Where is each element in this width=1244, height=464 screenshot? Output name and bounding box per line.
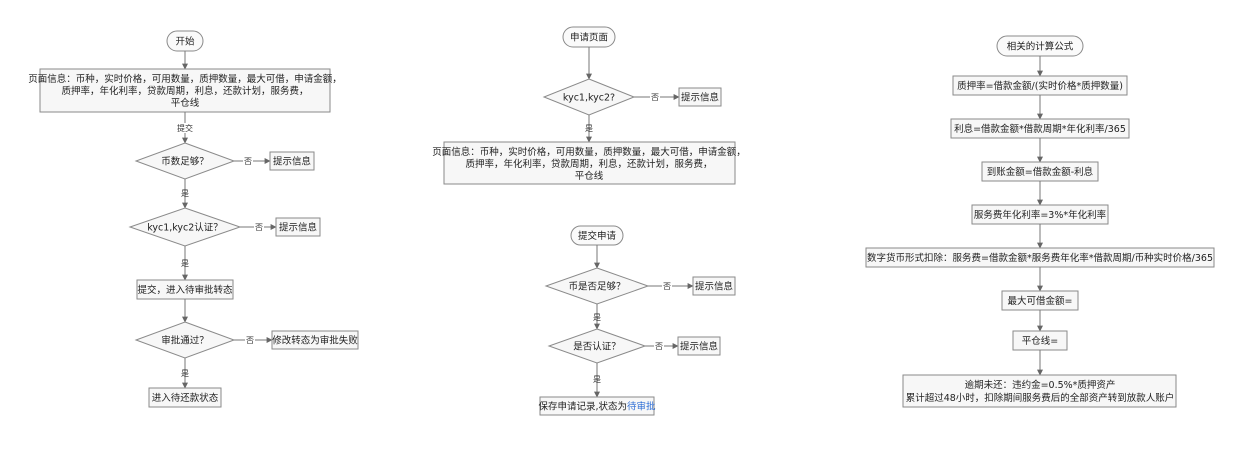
decision-coins-enough-label: 币数足够？ xyxy=(161,156,209,168)
page-info-line-2: 质押率，年化利率，贷款周期，利息，还款计划，服务费， xyxy=(61,85,308,97)
repay-state-box xyxy=(148,387,222,408)
prompt-box xyxy=(678,87,722,107)
edge-no-label: 否 xyxy=(244,157,252,166)
page-info-line-1: 页面信息：币种，实时价格，可用数量，质押数量，最大可借，申请金额， xyxy=(432,146,746,158)
edge-yes-label: 是 xyxy=(181,189,189,198)
submit-edge-label: 提交 xyxy=(177,123,193,133)
edge-yes-label: 是 xyxy=(593,313,601,322)
prompt-label: 提示信息 xyxy=(273,156,311,168)
edge-no-label: 否 xyxy=(255,223,263,232)
prompt-label: 提示信息 xyxy=(680,341,718,353)
page-info-line-3: 平仓线 xyxy=(575,170,604,182)
decision-verified-label: 是否认证？ xyxy=(573,341,621,353)
formula-service-fee-crypto-label: 数字货币形式扣除：服务费=借款金额*服务费年化率*借款周期/币种实时价格/365 xyxy=(867,252,1213,264)
prompt-label: 提示信息 xyxy=(695,281,733,293)
edge-yes-label: 是 xyxy=(181,259,189,268)
flow-submit-apply: 提交申请 币是否足够？ 否 提示信息 是 是否认证？ 否 提示信息 是 保存申请… xyxy=(538,225,736,416)
prompt-label: 提示信息 xyxy=(279,222,317,234)
formula-overdue-line-2: 累计超过48小时，扣除期间服务费后的全部资产转到放款人账户 xyxy=(906,392,1175,404)
formula-pledge-rate-label: 质押率=借款金额/(实时价格*质押数量) xyxy=(957,80,1123,92)
decision-kyc-label: kyc1,kyc2? xyxy=(563,93,615,104)
status-pending-approval: 待审批 xyxy=(627,401,656,413)
decision-coins-label: 币是否足够？ xyxy=(568,282,625,293)
formula-received-amount-label: 到账金额=借款金额-利息 xyxy=(987,166,1093,178)
approval-failed-label: 修改转态为审批失败 xyxy=(272,335,358,347)
formula-liquidation-line-label: 平仓线= xyxy=(1022,335,1058,347)
start-label: 开始 xyxy=(175,36,195,48)
prompt-label: 提示信息 xyxy=(681,92,719,104)
flow-formulas: 相关的计算公式 质押率=借款金额/(实时价格*质押数量) 利息=借款金额*借款周… xyxy=(865,35,1215,408)
approval-failed-box xyxy=(271,330,359,350)
page-info-line-1: 页面信息：币种，实时价格，可用数量，质押数量，最大可借，申请金额， xyxy=(28,73,342,85)
decision-kyc-label: kyc1,kyc2认证？ xyxy=(147,222,223,234)
formula-overdue xyxy=(902,374,1177,408)
formula-max-borrow-label: 最大可借金额= xyxy=(1008,295,1073,307)
page-info-box xyxy=(443,141,736,185)
edge-no-label: 否 xyxy=(663,282,671,291)
page-info-box xyxy=(39,68,331,113)
edge-no-label: 否 xyxy=(246,336,254,345)
save-record-box xyxy=(539,396,655,416)
page-info-line-2: 质押率，年化利率，贷款周期，利息，还款计划，服务费， xyxy=(465,158,712,170)
flow-apply-page: 申请页面 kyc1,kyc2? 否 提示信息 是 页面信息：币种，实时价格，可用… xyxy=(432,26,746,185)
start-label: 申请页面 xyxy=(570,32,608,44)
prompt-box xyxy=(692,276,736,296)
edge-yes-label: 是 xyxy=(181,369,189,378)
prompt-box xyxy=(275,217,321,237)
page-info-line-3: 平仓线 xyxy=(171,97,200,109)
repay-state-label: 进入待还款状态 xyxy=(152,392,219,404)
prompt-box xyxy=(269,151,315,171)
start-label: 提交申请 xyxy=(578,230,617,242)
start-label: 相关的计算公式 xyxy=(1007,41,1074,53)
save-record-label: 保存申请记录,状态为待审批 xyxy=(538,401,656,413)
formula-service-fee-rate-label: 服务费年化利率=3%*年化利率 xyxy=(974,209,1107,221)
submit-pending-label: 提交，进入待审批转态 xyxy=(137,284,233,296)
edge-yes-label: 是 xyxy=(585,124,593,133)
formula-interest-label: 利息=借款金额*借款周期*年化利率/365 xyxy=(954,123,1126,135)
flow-loan-apply: 开始 页面信息：币种，实时价格，可用数量，质押数量，最大可借，申请金额， 质押率… xyxy=(28,30,359,408)
save-record-prefix: 保存申请记录,状态为 xyxy=(538,401,627,413)
prompt-box xyxy=(677,336,721,356)
edge-yes-label: 是 xyxy=(593,375,601,384)
edge-no-label: 否 xyxy=(651,93,659,102)
decision-approved-label: 审批通过？ xyxy=(161,335,209,347)
formula-overdue-line-1: 逾期未还：违约金=0.5%*质押资产 xyxy=(965,379,1116,391)
edge-no-label: 否 xyxy=(655,342,663,351)
